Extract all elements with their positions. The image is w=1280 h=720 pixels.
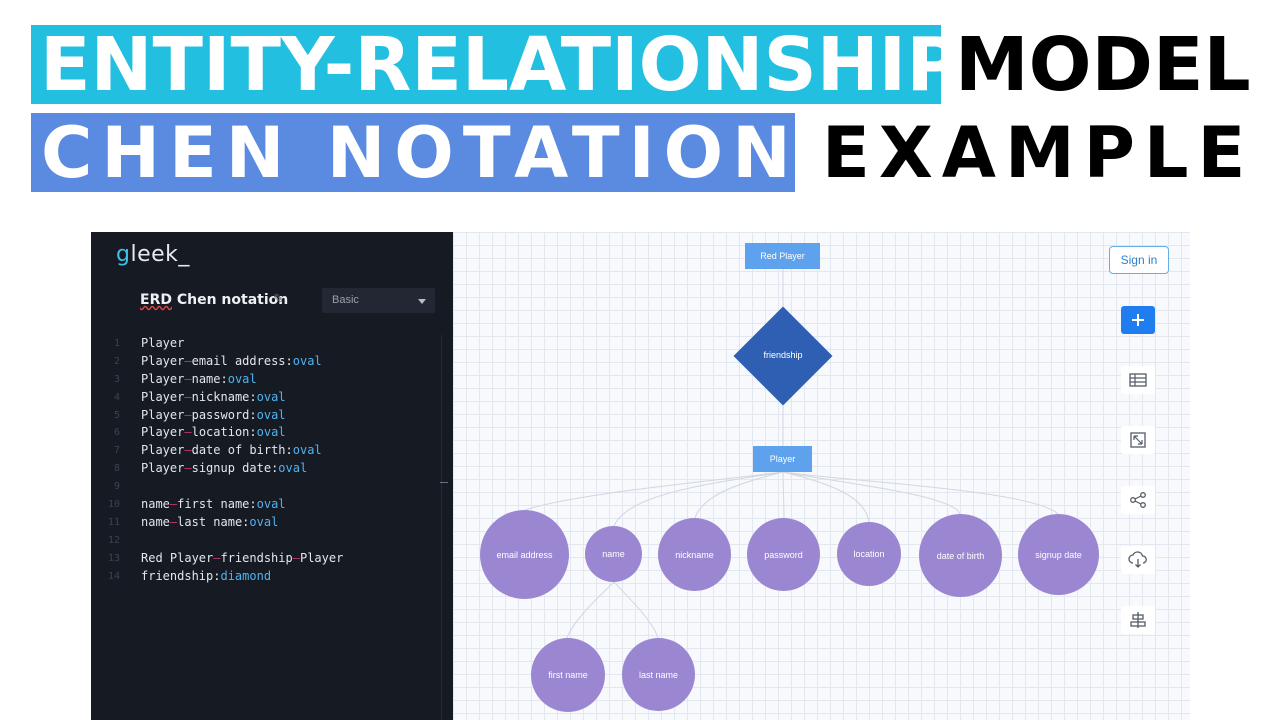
attribute-last-name[interactable]: last name: [622, 638, 695, 711]
code-line[interactable]: 14 friendship:diamond: [91, 568, 441, 586]
share-icon: [1130, 492, 1146, 508]
align-center-icon: [1130, 612, 1146, 628]
gleek-logo: gleek_: [116, 242, 190, 267]
code-text: name—first name:oval: [141, 497, 286, 512]
diagram-canvas[interactable]: Red Player friendship Player email addre…: [453, 232, 1190, 720]
table-icon: [1129, 373, 1147, 387]
plus-icon: [1132, 314, 1144, 326]
editor-scrollbar[interactable]: [441, 335, 442, 720]
code-text: Player—location:oval: [141, 425, 286, 440]
attribute-nickname[interactable]: nickname: [658, 518, 731, 591]
line-number: 6: [113, 427, 120, 439]
sign-in-button[interactable]: Sign in: [1109, 246, 1169, 274]
line-number: 14: [107, 570, 120, 582]
code-line[interactable]: 6 Player—location:oval: [91, 424, 441, 442]
code-line[interactable]: 10 name—first name:oval: [91, 496, 441, 514]
share-button[interactable]: [1121, 486, 1155, 514]
code-line[interactable]: 5 Player—password:oval: [91, 407, 441, 425]
edit-title-pencil-icon[interactable]: ✎: [273, 291, 284, 306]
code-text: Red Player—friendship—Player: [141, 550, 344, 565]
line-number: 2: [113, 355, 120, 367]
code-line[interactable]: 9: [91, 478, 441, 496]
attribute-date-of-birth[interactable]: date of birth: [919, 514, 1002, 597]
expand-icon: [1130, 432, 1146, 448]
scrollbar-thumb[interactable]: [440, 482, 448, 483]
code-text: friendship:diamond: [141, 568, 272, 583]
code-line[interactable]: 13 Red Player—friendship—Player: [91, 550, 441, 568]
line-number: 7: [113, 445, 120, 457]
code-text: Player—date of birth:oval: [141, 443, 322, 458]
relationship-friendship-label: friendship: [763, 350, 803, 360]
chevron-down-icon: [418, 299, 426, 304]
code-text: Player—signup date:oval: [141, 461, 308, 476]
line-number: 13: [107, 552, 120, 564]
code-text: Player: [141, 336, 185, 350]
code-text: Player—email address:oval: [141, 353, 322, 368]
attribute-name[interactable]: name: [585, 526, 642, 582]
code-line[interactable]: 2 Player—email address:oval: [91, 353, 441, 371]
attribute-first-name[interactable]: first name: [531, 638, 605, 712]
code-line[interactable]: 12: [91, 532, 441, 550]
code-line[interactable]: 11 name—last name:oval: [91, 514, 441, 532]
code-text: name—last name:oval: [141, 514, 279, 529]
line-number: 10: [107, 499, 120, 511]
line-number: 11: [107, 516, 120, 528]
attribute-email-address[interactable]: email address: [480, 510, 569, 599]
entity-player[interactable]: Player: [753, 446, 812, 472]
code-line[interactable]: 7 Player—date of birth:oval: [91, 442, 441, 460]
cloud-download-icon: [1128, 551, 1147, 568]
line-number: 12: [107, 534, 120, 546]
download-button[interactable]: [1121, 546, 1155, 574]
code-line[interactable]: 4 Player—nickname:oval: [91, 389, 441, 407]
align-button[interactable]: [1121, 606, 1155, 634]
line-number: 4: [113, 391, 120, 403]
diagram-connectors: [524, 269, 1059, 639]
code-text: Player—nickname:oval: [141, 389, 286, 404]
add-node-button[interactable]: [1121, 306, 1155, 334]
document-title[interactable]: ERD Chen notation: [140, 292, 289, 308]
line-number: 5: [113, 409, 120, 421]
code-line[interactable]: 3 Player—name:oval: [91, 371, 441, 389]
code-text: Player—name:oval: [141, 371, 257, 386]
attribute-location[interactable]: location: [837, 522, 901, 586]
line-number: 1: [113, 338, 120, 349]
line-number: 8: [113, 463, 120, 475]
title-line1-highlight: ENTITY-RELATIONSHIP: [31, 25, 960, 104]
attribute-password[interactable]: password: [747, 518, 820, 591]
plan-select[interactable]: Basic: [322, 288, 435, 313]
entity-red-player[interactable]: Red Player: [745, 243, 820, 269]
line-number: 3: [113, 373, 120, 385]
line-number: 9: [113, 481, 120, 493]
code-line[interactable]: 8 Player—signup date:oval: [91, 460, 441, 478]
title-line1-plain: MODEL: [955, 22, 1251, 108]
code-line[interactable]: 1 Player: [91, 335, 441, 353]
fit-screen-button[interactable]: [1121, 426, 1155, 454]
title-line2-plain: EXAMPLE: [822, 112, 1255, 194]
attribute-signup-date[interactable]: signup date: [1018, 514, 1099, 595]
code-text: Player—password:oval: [141, 407, 286, 422]
title-line2-highlight: CHEN NOTATION: [31, 113, 795, 192]
table-view-button[interactable]: [1121, 366, 1155, 394]
